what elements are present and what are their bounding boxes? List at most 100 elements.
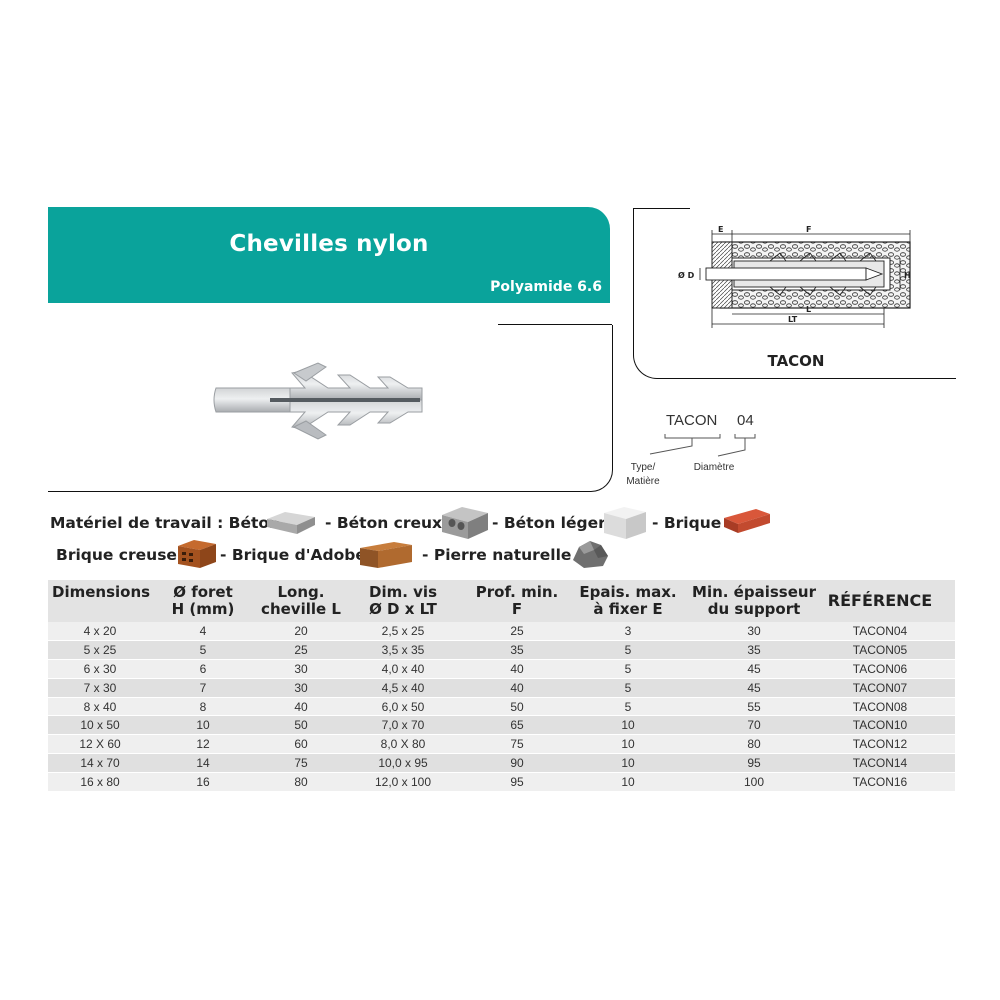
cell-screw: 8,0 X 80 xyxy=(380,737,426,752)
cell-dimensions: 4 x 20 xyxy=(83,624,117,638)
cell-thickness: 10 xyxy=(621,737,635,752)
cell-screw: 10,0 x 95 xyxy=(378,756,428,771)
dim-h-label: H xyxy=(904,271,911,280)
cell-thickness: 5 xyxy=(624,642,632,657)
table-row: 7 x 30 7 30 4,5 x 40 40 5 45 TACON07 xyxy=(48,678,955,698)
brick-icon xyxy=(724,509,770,533)
cell-reference: TACON14 xyxy=(852,756,908,771)
cell-thickness: 10 xyxy=(621,718,635,733)
code-bracket-lines xyxy=(649,434,756,457)
dim-l-label: L xyxy=(806,305,811,314)
table-row: 4 x 20 4 20 2,5 x 25 25 3 30 TACON04 xyxy=(48,622,955,641)
cell-length: 50 xyxy=(294,718,308,733)
cell-depth: 95 xyxy=(510,775,524,790)
cell-depth: 40 xyxy=(510,661,524,676)
cell-support: 100 xyxy=(743,775,765,790)
cell-screw: 4,0 x 40 xyxy=(381,661,425,676)
cell-reference: TACON08 xyxy=(852,699,908,714)
cell-drill: 4 xyxy=(199,624,207,638)
cell-support: 45 xyxy=(747,680,761,695)
cell-length: 75 xyxy=(294,756,308,771)
cell-drill: 7 xyxy=(199,680,207,695)
cell-length: 40 xyxy=(294,699,308,714)
cell-length: 30 xyxy=(294,661,308,676)
cell-dimensions: 7 x 30 xyxy=(83,680,117,695)
cell-reference: TACON07 xyxy=(852,680,908,695)
cell-reference: TACON16 xyxy=(852,775,908,790)
cell-thickness: 5 xyxy=(624,661,632,676)
concrete-block-icon xyxy=(267,512,315,534)
product-frame xyxy=(48,324,613,492)
dim-d-label: Ø D xyxy=(678,270,695,280)
material-brick: - Brique xyxy=(652,514,722,532)
code-type-value: TACON xyxy=(666,412,718,429)
cell-screw: 4,5 x 40 xyxy=(381,680,425,695)
table-row: 12 X 60 12 60 8,0 X 80 75 10 80 TACON12 xyxy=(48,735,955,755)
cell-reference: TACON06 xyxy=(852,661,908,676)
material-natural-stone: - Pierre naturelle xyxy=(422,546,572,564)
dim-lt-label: LT xyxy=(788,315,798,324)
table-row: 16 x 80 16 80 12,0 x 100 95 10 100 TACON… xyxy=(48,773,955,793)
dim-e-label: E xyxy=(718,225,723,234)
cell-length: 80 xyxy=(294,775,308,790)
cell-depth: 90 xyxy=(510,756,524,771)
table-row: 8 x 40 8 40 6,0 x 50 50 5 55 TACON08 xyxy=(48,697,955,717)
material-adobe-brick: - Brique d'Adobe xyxy=(220,546,366,564)
cell-drill: 14 xyxy=(196,756,210,771)
hollow-block-icon xyxy=(442,507,488,539)
table-row: 5 x 25 5 25 3,5 x 35 35 5 35 TACON05 xyxy=(48,640,955,660)
header-min-depth: Prof. min.F xyxy=(475,583,559,618)
cell-thickness: 10 xyxy=(621,775,635,790)
cell-drill: 16 xyxy=(196,775,210,790)
cell-length: 30 xyxy=(294,680,308,695)
cell-drill: 10 xyxy=(196,718,210,733)
cell-screw: 3,5 x 35 xyxy=(381,642,425,657)
cell-reference: TACON10 xyxy=(852,718,908,733)
code-type-caption-1: Type/ xyxy=(630,462,656,473)
dowel-product-image xyxy=(213,362,423,440)
table-row: 10 x 50 10 50 7,0 x 70 65 10 70 TACON10 xyxy=(48,716,955,736)
cell-screw: 12,0 x 100 xyxy=(374,775,432,790)
cell-screw: 7,0 x 70 xyxy=(381,718,425,733)
cell-reference: TACON12 xyxy=(852,737,908,752)
cell-support: 70 xyxy=(747,718,761,733)
page-title: Chevilles nylon xyxy=(229,231,429,257)
code-diameter-value: 04 xyxy=(737,412,754,429)
cell-length: 60 xyxy=(294,737,308,752)
cell-length: 20 xyxy=(294,624,308,638)
cell-support: 30 xyxy=(747,624,761,638)
cell-thickness: 5 xyxy=(624,680,632,695)
material-subtitle: Polyamide 6.6 xyxy=(490,279,602,295)
cell-depth: 40 xyxy=(510,680,524,695)
cell-drill: 8 xyxy=(199,699,207,714)
cell-thickness: 5 xyxy=(624,699,632,714)
cell-depth: 75 xyxy=(510,737,524,752)
header-dowel-length: Long.cheville L xyxy=(261,583,341,618)
cell-length: 25 xyxy=(294,642,308,657)
cell-dimensions: 6 x 30 xyxy=(83,661,117,676)
cell-depth: 25 xyxy=(510,624,524,638)
dim-f-label: F xyxy=(806,225,811,234)
header-max-thickness: Epais. max.à fixer E xyxy=(579,583,677,618)
code-diameter-caption: Diamètre xyxy=(693,462,735,473)
technical-drawing-frame xyxy=(633,208,956,379)
cell-reference: TACON04 xyxy=(852,624,908,638)
table-row: 14 x 70 14 75 10,0 x 95 90 10 95 TACON14 xyxy=(48,754,955,774)
technical-drawing: E F Ø D H L LT xyxy=(678,225,911,328)
cell-support: 55 xyxy=(747,699,761,714)
cell-depth: 35 xyxy=(510,642,524,657)
table-row: 6 x 30 6 30 4,0 x 40 40 5 45 TACON06 xyxy=(48,659,955,679)
cell-depth: 50 xyxy=(510,699,524,714)
header-banner: Chevilles nylon Polyamide 6.6 xyxy=(48,207,610,303)
cell-screw: 2,5 x 25 xyxy=(381,624,425,638)
cell-screw: 6,0 x 50 xyxy=(381,699,425,714)
cell-dimensions: 8 x 40 xyxy=(83,699,117,714)
header-reference: RÉFÉRENCE xyxy=(827,591,933,610)
adobe-brick-icon xyxy=(360,542,412,568)
material-hollow-brick: Brique creuse xyxy=(56,546,177,564)
material-hollow-concrete: - Béton creux xyxy=(325,514,443,532)
